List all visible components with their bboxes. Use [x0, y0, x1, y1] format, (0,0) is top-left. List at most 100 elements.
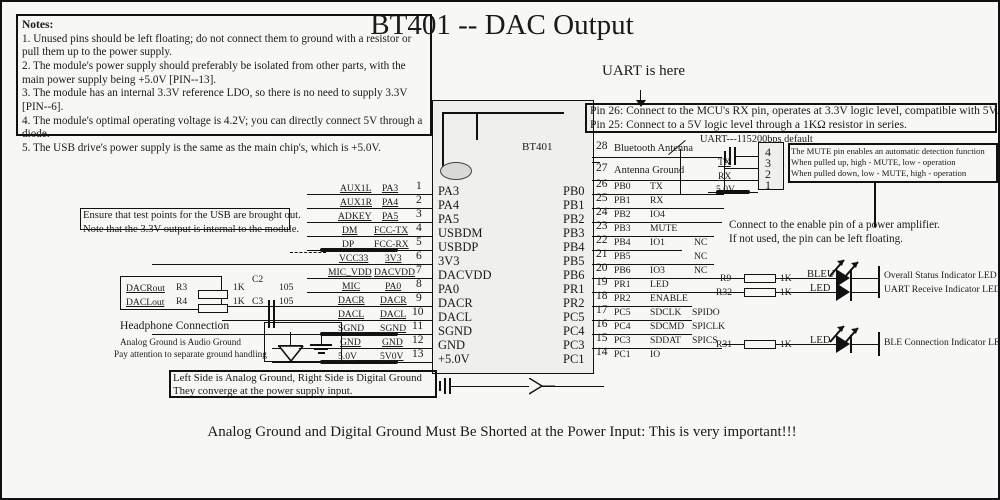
resistor-body-r32 — [744, 288, 776, 297]
resistor-body-r4 — [198, 304, 228, 313]
pin-number-7: 7 — [416, 264, 422, 276]
analog-ground-note-1: Analog Ground is Audio Ground — [120, 337, 241, 347]
pin-number-11: 11 — [412, 320, 424, 332]
usb-note-line1: Ensure that test points for the USB are … — [83, 210, 301, 221]
pin-alt-20: NC — [694, 265, 708, 276]
net-label-sgnd: SGND — [338, 323, 365, 334]
pin-func-14: IO — [650, 349, 661, 360]
pin-name-24: PB2 — [614, 209, 631, 220]
pin-number-5: 5 — [416, 236, 422, 248]
pin-func-1: PA3 — [382, 183, 399, 194]
led-triangle-bleu — [836, 269, 850, 287]
pin-number-9: 9 — [416, 292, 422, 304]
cap-value-c2: 105 — [279, 282, 294, 293]
pin-number-8: 8 — [416, 278, 422, 290]
pin-func-15: SDDAT — [650, 335, 681, 346]
pin-alt-21: NC — [694, 251, 708, 262]
net-label-vcc33: VCC33 — [339, 253, 369, 264]
pin-name-14: PC1 — [614, 349, 631, 360]
pin-func-16: SDCMD — [650, 321, 685, 332]
pin-func-27: Antenna Ground — [614, 165, 685, 176]
resistor-body-r31 — [744, 340, 776, 349]
analog-ground-note-2: Pay attention to separate ground handlin… — [114, 349, 267, 359]
led-emission-arrows-icon-2 — [828, 322, 868, 351]
pin-number-17: 17 — [596, 304, 608, 316]
pin-number-1: 1 — [416, 180, 422, 192]
mute-note-line3: When pulled down, low - MUTE, high - ope… — [791, 168, 967, 178]
chip-pin-body-7: DACVDD — [438, 268, 492, 282]
resistor-ref-r3: R3 — [176, 282, 188, 293]
pin-number-21: 21 — [596, 248, 608, 260]
pin-func-25: RX — [650, 195, 664, 206]
5v-bar — [320, 360, 398, 364]
chip-pin-body-20: PB6 — [563, 268, 585, 282]
pin-func-4: FCC-TX — [374, 225, 409, 236]
pin-func-8: PA0 — [385, 281, 402, 292]
sgnd-bar — [320, 332, 398, 336]
bottom-warning: Analog Ground and Digital Ground Must Be… — [207, 424, 797, 440]
pin-func-28: Bluetooth Antenna — [614, 143, 694, 154]
pin-name-26: PB0 — [614, 181, 631, 192]
net-label-dp: DP — [342, 239, 355, 250]
uart-header-connector — [758, 142, 784, 190]
chip-pin-body-23: PB3 — [563, 226, 585, 240]
chip-pin-body-26: PB0 — [563, 184, 585, 198]
pin-func-3: PA5 — [382, 211, 399, 222]
net-label-aux1r: AUX1R — [340, 197, 372, 208]
net-label-mic: MIC — [342, 281, 361, 292]
enable-note-line2: If not used, the pin can be left floatin… — [729, 233, 903, 245]
pin-func-13: 5V0V — [380, 351, 404, 362]
pin-alt-17: SPIDO — [692, 307, 720, 318]
pin-alt-15: SPICS — [692, 335, 718, 346]
pin-func-23: MUTE — [650, 223, 678, 234]
chip-pin-body-22: PB4 — [563, 240, 585, 254]
chip-pin-body-21: PB5 — [563, 254, 585, 268]
resistor-value-r4: 1K — [233, 296, 245, 307]
resistor-body-r3 — [198, 290, 228, 299]
resistor-value-r3: 1K — [233, 282, 245, 293]
header-signal-5v: 5.0V — [716, 184, 735, 195]
note-item-3: 3. The module has an internal 3.3V refer… — [22, 87, 408, 113]
ground-symbol-box — [264, 322, 342, 362]
net-label-adkey: ADKEY — [338, 211, 372, 222]
pin-number-23: 23 — [596, 220, 608, 232]
chip-pin-body-1: PA3 — [438, 184, 460, 198]
note-item-5: 5. The USB drive's power supply is the s… — [22, 141, 381, 154]
chip-pin-body-10: DACL — [438, 310, 473, 324]
pin-name-25: PB1 — [614, 195, 631, 206]
net-label-dacr: DACR — [338, 295, 365, 306]
pin-number-18: 18 — [596, 290, 608, 302]
uart-here-label: UART is here — [602, 63, 685, 79]
ground-note-box — [169, 370, 437, 398]
led-triangle-uart — [836, 283, 850, 301]
chip-pin-body-6: 3V3 — [438, 254, 460, 268]
chip-pin-body-25: PB1 — [563, 198, 585, 212]
net-label-dacl: DACL — [338, 309, 365, 320]
pin-number-3: 3 — [416, 208, 422, 220]
led-bar-ble — [850, 335, 852, 353]
note-item-1: 1. Unused pins should be left floating; … — [22, 32, 412, 59]
notes-heading: Notes: — [22, 19, 54, 31]
net-label-gnd: GND — [340, 337, 361, 348]
led-desc-ble-connection: BLE Connection Indicator LED — [884, 337, 1000, 348]
chip-pin-body-12: GND — [438, 338, 466, 352]
led-bar-uart — [850, 283, 852, 301]
pin-number-15: 15 — [596, 332, 608, 344]
usb-note-dashed-leader — [290, 252, 326, 253]
pin-name-16: PC4 — [614, 321, 631, 332]
net-label-mic-vdd: MIC_VDD — [328, 267, 372, 278]
pin-note-line1: Pin 26: Connect to the MCU's RX pin, ope… — [590, 104, 999, 117]
bt401-chip-body — [432, 100, 594, 374]
chip-pin-body-9: DACR — [438, 296, 473, 310]
led-desc-uart-receive: UART Receive Indicator LED — [884, 284, 1000, 295]
pin-number-20: 20 — [596, 262, 608, 274]
chip-pin-body-24: PB2 — [563, 212, 585, 226]
note-item-4: 4. The module's optimal operating voltag… — [22, 114, 423, 141]
pin-name-22: PB4 — [614, 237, 631, 248]
pin-number-10: 10 — [412, 306, 424, 318]
headphone-caption: Headphone Connection — [120, 319, 230, 332]
note-item-2: 2. The module's power supply should pref… — [22, 59, 406, 86]
notes-text: Notes: 1. Unused pins should be left flo… — [22, 18, 428, 156]
chip-pin-body-13: +5.0V — [438, 352, 470, 366]
